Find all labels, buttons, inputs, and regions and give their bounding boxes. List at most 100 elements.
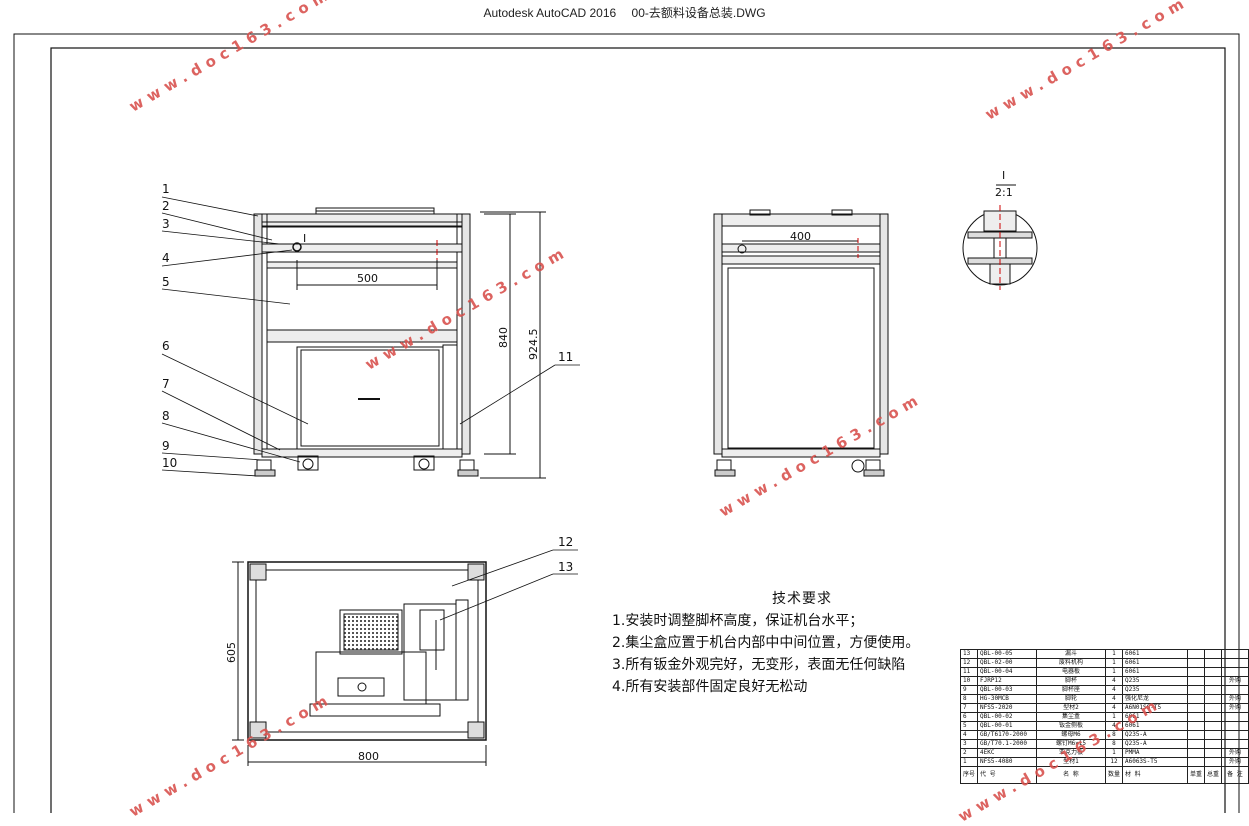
tech-note-4: 4.所有安装部件固定良好无松动 — [612, 679, 808, 695]
bom-cell-unit-weight — [1186, 685, 1205, 695]
detail-label: I — [1002, 169, 1005, 182]
callout-7: 7 — [162, 377, 170, 391]
bom-cell-name: 废料机构 — [1036, 658, 1106, 668]
bom-cell-qty: 4 — [1104, 676, 1123, 686]
bom-cell-name: 脚杯座 — [1036, 685, 1106, 695]
bom-cell-material: PMMA — [1121, 748, 1188, 758]
detail-scale: 2:1 — [995, 186, 1013, 199]
bom-cell-code: QBL-00-03 — [977, 685, 1037, 695]
bom-cell-total-weight — [1203, 739, 1222, 749]
bom-cell-material: A6063S-T5 — [1121, 757, 1188, 767]
bom-cell-material: Q235 — [1121, 676, 1188, 686]
bom-cell-total-weight — [1203, 685, 1222, 695]
bom-cell-code: GB/T6170-2000 — [977, 730, 1037, 740]
bom-cell-total-weight — [1203, 712, 1222, 722]
window-title: Autodesk AutoCAD 2016 00-去额料设备总装.DWG — [0, 0, 1249, 26]
detail-view — [962, 184, 1038, 290]
inner-frame — [50, 47, 1226, 813]
bom-cell-total-weight — [1203, 649, 1222, 659]
bom-cell-no: 8 — [959, 694, 979, 704]
bom-cell-total-weight — [1203, 703, 1222, 713]
callout-6: 6 — [162, 339, 170, 353]
callout-leaders-front — [161, 196, 580, 477]
bom-cell-qty: 4 — [1104, 685, 1123, 695]
callout-8: 8 — [162, 409, 170, 423]
bom-cell-name: 型材2 — [1036, 703, 1106, 713]
bom-cell-qty: 1 — [1104, 658, 1123, 668]
bom-cell-unit-weight — [1186, 694, 1205, 704]
tech-note-3: 3.所有钣金外观完好，无变形，表面无任何缺陷 — [612, 657, 906, 673]
bom-cell-unit-weight — [1186, 712, 1205, 722]
bom-cell-no: 4 — [959, 730, 979, 740]
callout-10: 10 — [162, 456, 177, 470]
app-name: Autodesk AutoCAD 2016 — [483, 6, 617, 20]
bom-cell-total-weight — [1203, 721, 1222, 731]
bom-cell-qty: 4 — [1104, 694, 1123, 704]
tech-note-2: 2.集尘盒应置于机台内部中中间位置，方便使用。 — [612, 635, 920, 651]
bom-cell-total-weight — [1203, 748, 1222, 758]
bom-cell-code: QBL-02-00 — [977, 658, 1037, 668]
bom-cell-unit-weight — [1186, 703, 1205, 713]
bom-cell-note: 外购 — [1220, 703, 1249, 713]
bom-cell-code: FJRP12 — [977, 676, 1037, 686]
bom-cell-code: QBL-00-05 — [977, 649, 1037, 659]
bom-cell-no: 1 — [959, 757, 979, 767]
bom-cell-total-weight — [1203, 658, 1222, 668]
tech-note-1: 1.安装时调整脚杯高度，保证机台水平； — [612, 613, 864, 629]
bom-cell-note: 外购 — [1220, 694, 1249, 704]
tech-notes-heading: 技术要求 — [772, 591, 832, 607]
bom-cell-no: 12 — [959, 658, 979, 668]
bom-cell-qty: 1 — [1104, 748, 1123, 758]
bom-cell-total-weight — [1203, 757, 1222, 767]
bom-cell-note — [1220, 739, 1249, 749]
callout-12: 12 — [558, 535, 573, 549]
bom-cell-code: GB/T70.1-2000 — [977, 739, 1037, 749]
bom-cell-note — [1220, 667, 1249, 677]
file-name: 00-去额料设备总装.DWG — [631, 6, 766, 20]
bom-cell-note: 外购 — [1220, 757, 1249, 767]
bom-header-code: 代 号 — [977, 766, 1037, 784]
bom-header-no: 序号 — [959, 766, 979, 784]
dim-front-height-total: 924.5 — [527, 329, 540, 361]
bom-cell-code: NFS5-2020 — [977, 703, 1037, 713]
bom-cell-code: HG-30MCB — [977, 694, 1037, 704]
bom-cell-name: 电器板 — [1036, 667, 1106, 677]
callout-4: 4 — [162, 251, 170, 265]
top-view — [232, 561, 487, 766]
bom-cell-no: 13 — [959, 649, 979, 659]
bom-cell-total-weight — [1203, 676, 1222, 686]
callout-9: 9 — [162, 439, 170, 453]
bom-header-material: 材 料 — [1121, 766, 1188, 784]
dim-side-width: 400 — [790, 230, 811, 243]
bom-cell-no: 10 — [959, 676, 979, 686]
detail-marker: I — [303, 232, 306, 245]
bom-header-total-weight: 总重 — [1203, 766, 1222, 784]
bom-cell-note — [1220, 712, 1249, 722]
bom-cell-unit-weight — [1186, 748, 1205, 758]
callout-2: 2 — [162, 199, 170, 213]
bom-cell-note — [1220, 649, 1249, 659]
bom-cell-note — [1220, 658, 1249, 668]
callout-3: 3 — [162, 217, 170, 231]
bom-cell-unit-weight — [1186, 676, 1205, 686]
bom-header-row: 序号代 号名 称数量材 料单重总重备 注 — [959, 766, 1249, 784]
bom-cell-code: QBL-00-01 — [977, 721, 1037, 731]
bom-cell-note — [1220, 721, 1249, 731]
outer-frame — [13, 33, 1240, 813]
bom-header-qty: 数量 — [1104, 766, 1123, 784]
bom-cell-no: 6 — [959, 712, 979, 722]
bom-cell-material: Q235-A — [1121, 730, 1188, 740]
bom-cell-no: 11 — [959, 667, 979, 677]
bom-cell-qty: 4 — [1104, 703, 1123, 713]
bom-cell-name: 集尘盒 — [1036, 712, 1106, 722]
bom-cell-no: 3 — [959, 739, 979, 749]
